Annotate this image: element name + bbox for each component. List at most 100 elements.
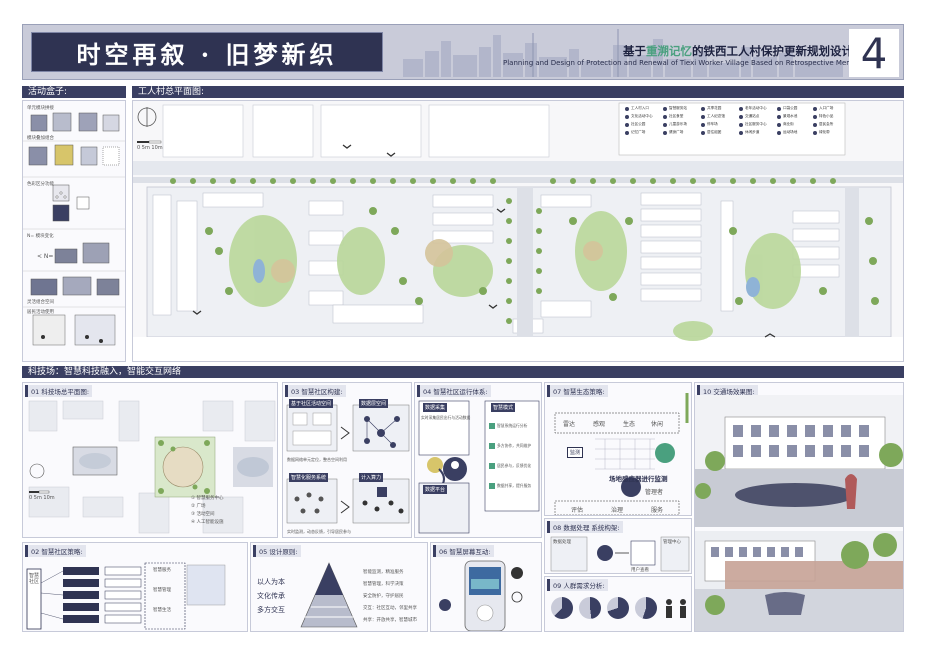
p4-tag-2: 数据平台 xyxy=(423,485,448,494)
p7-sensor-text: 场地感应器进行监测 xyxy=(609,475,668,483)
strategy-flowchart xyxy=(26,562,226,630)
p2-strategy-label-0: 智慧社区 xyxy=(29,573,40,585)
n-equals-label: < N= xyxy=(37,253,54,260)
legend-item-20: 入口广场 xyxy=(813,106,833,111)
activity-box-diagrams xyxy=(23,112,125,346)
page-number: 4 xyxy=(849,29,899,78)
legend-item-6: 儿童游乐场 xyxy=(663,122,687,127)
p7-bottom-2: 服务 xyxy=(651,507,664,514)
subtitle-highlight: 重溯记忆 xyxy=(646,44,692,58)
tech-panel-03: 03 智慧社区构建: 基于社区活动空间 数据层空间 数据网络单元定位，整合空间利… xyxy=(282,382,412,538)
p7-bottom-1: 治理 xyxy=(611,507,624,514)
tech-panel-04-title: 04 智慧社区运行体系: xyxy=(417,385,491,397)
tech-panel-09: 09 人群需求分析: xyxy=(544,576,692,632)
p5-point-0: 智能监测，精准服务 xyxy=(363,570,404,575)
tech-panel-01-title: 01 科技场总平面图: xyxy=(25,385,93,397)
legend-item-3: 记忆广场 xyxy=(625,130,645,135)
tech-panel-03-title: 03 智慧社区构建: xyxy=(285,385,346,397)
p2-strategy-label-3: 智慧生活 xyxy=(153,608,171,613)
activity-caption-3: 色彩区分功能 xyxy=(27,182,54,187)
tech-panel-05-title: 05 设计原则: xyxy=(253,545,301,557)
main-title: 时空再叙 · 旧梦新织 xyxy=(31,32,383,72)
p8-label-0: 数据处理 xyxy=(553,540,571,545)
tech-panel-10: 10 交通场效果图: xyxy=(694,382,904,632)
p3-tag-2: 智慧化服务系统 xyxy=(289,473,329,482)
tech-map-legend-3: ④ 人工智能设施 xyxy=(191,520,224,525)
tech-panel-08: 08 数据处理 系统构架: 数据处理 用户查看 管理中心 xyxy=(544,518,692,574)
legend-item-2: 社区公园 xyxy=(625,122,645,127)
p7-word-1: 感观 xyxy=(593,421,606,428)
site-plan-scale-label: 0 5m 10m xyxy=(137,145,163,151)
site-plan-section-bar: 工人村总平面图: xyxy=(132,86,904,98)
legend-item-10: 停车场 xyxy=(701,122,718,127)
legend-item-14: 社区服务中心 xyxy=(739,122,767,127)
tech-panel-06: 06 智慧屏幕互动: xyxy=(430,542,542,632)
p4-note-3: 居民参与，反馈优化 xyxy=(497,463,532,468)
p7-monitor-label: 监测 xyxy=(567,447,584,458)
p5-pyramid-1: 文化传承 xyxy=(257,592,285,600)
people-icons xyxy=(666,599,686,618)
tech-panel-02-title: 02 智慧社区策略: xyxy=(25,545,86,557)
tech-panel-07: 07 智慧生态策略: 雷达 感观 生态 休闲 监测 场地感应器进行监测 管理者 … xyxy=(544,382,692,516)
legend-item-8: 共享花园 xyxy=(701,106,721,111)
legend-item-7: 健身广场 xyxy=(663,130,683,135)
p8-label-1: 用户查看 xyxy=(631,568,649,573)
p5-pyramid-2: 多方交互 xyxy=(257,606,285,614)
p3-caption-2: 实时监测，动态反馈，引导居民参与 xyxy=(287,529,351,534)
tech-map-scale-label: 0 5m 10m xyxy=(29,495,55,501)
p4-tag-1: 智慧模式 xyxy=(491,403,516,412)
legend-item-16: 口袋公园 xyxy=(777,106,797,111)
activity-caption-2: 模块叠加组合 xyxy=(27,136,54,141)
data-system-diagram xyxy=(550,536,690,572)
smart-community-diagram xyxy=(286,404,410,524)
p7-word-2: 生态 xyxy=(623,421,636,428)
legend-item-11: 居住组团 xyxy=(701,130,721,135)
tech-panel-05: 05 设计原则: 以人为本 文化传承 多方交互 智能监测，精准服务 智慧管理，科… xyxy=(250,542,428,632)
legend-item-23: 绿化带 xyxy=(813,130,830,135)
legend-item-4: 智慧服务站 xyxy=(663,106,687,111)
tech-panel-01: 01 科技场总平面图: 0 5m 10m ① 智慧服务中心 ② 广场 ③ 活动空… xyxy=(22,382,278,538)
demand-donut-2 xyxy=(579,597,601,619)
legend-item-18: 商业街 xyxy=(777,122,794,127)
demand-donut-1 xyxy=(551,597,573,619)
tech-section-bar: 科技场：智慧科技融入，智能交互网络 xyxy=(22,366,904,378)
tech-site-map xyxy=(28,400,276,534)
p4-note-2: 多方协作，共同维护 xyxy=(497,443,532,448)
header-banner: 时空再叙 · 旧梦新织 基于重溯记忆的铁西工人村保护更新规划设计 Plannin… xyxy=(22,24,904,80)
traffic-rendering-images xyxy=(695,395,903,631)
p4-tag-0: 数据采集 xyxy=(423,403,448,412)
legend-item-12: 老年活动中心 xyxy=(739,106,767,111)
demand-donut-4 xyxy=(635,597,657,619)
p7-word-0: 雷达 xyxy=(563,421,576,428)
legend-item-17: 景观水池 xyxy=(777,114,797,119)
p3-tag-0: 基于社区活动空间 xyxy=(289,399,334,408)
legend-item-0: 工人村入口 xyxy=(625,106,649,111)
activity-section-bar: 活动盒子: xyxy=(22,86,126,98)
p3-tag-3: 计入算力 xyxy=(359,473,384,482)
legend-item-5: 社区食堂 xyxy=(663,114,683,119)
site-plan-map xyxy=(133,101,903,361)
demand-donut-3 xyxy=(607,597,629,619)
p4-note-1: 智慧系统运行分析 xyxy=(497,423,528,428)
activity-caption-6: 居民活动使用 xyxy=(27,310,54,315)
city-skyline-graphic xyxy=(403,29,843,77)
p4-note-0: 实时采集居民出行与活动数据 xyxy=(421,415,471,420)
legend-item-9: 工人纪念馆 xyxy=(701,114,725,119)
p7-manager: 管理者 xyxy=(645,489,664,496)
site-plan-panel: 0 5m 10m 工人村入口 文化活动中心 社区公园 记忆广场 智慧服务站 社区… xyxy=(132,100,904,362)
tech-panel-02: 02 智慧社区策略: 智慧社区 智慧服务 智慧管理 智慧生活 xyxy=(22,542,248,632)
legend-item-22: 居民会所 xyxy=(813,122,833,127)
design-pyramid xyxy=(300,562,358,628)
p8-label-2: 管理中心 xyxy=(663,540,681,545)
interactive-screen-graphic xyxy=(439,560,523,631)
tech-panel-07-title: 07 智慧生态策略: xyxy=(547,385,608,397)
activity-caption-4: N= 模块变化 xyxy=(27,234,54,239)
p5-point-2: 安全防护，守护居民 xyxy=(363,594,404,599)
p5-point-1: 智慧管理，科学决策 xyxy=(363,582,404,587)
tech-panel-09-title: 09 人群需求分析: xyxy=(547,579,608,591)
legend-item-13: 交通站点 xyxy=(739,114,759,119)
p5-point-4: 共享：开放共享，智慧城市 xyxy=(363,618,417,623)
activity-caption-1: 单元模块拼接 xyxy=(27,106,54,111)
subtitle-chinese: 基于重溯记忆的铁西工人村保护更新规划设计 xyxy=(623,44,853,58)
activity-box-panel: 单元模块拼接 模块叠加组合 色彩区分功能 N= 模块变化 < N= 灵活组合空间… xyxy=(22,100,126,362)
